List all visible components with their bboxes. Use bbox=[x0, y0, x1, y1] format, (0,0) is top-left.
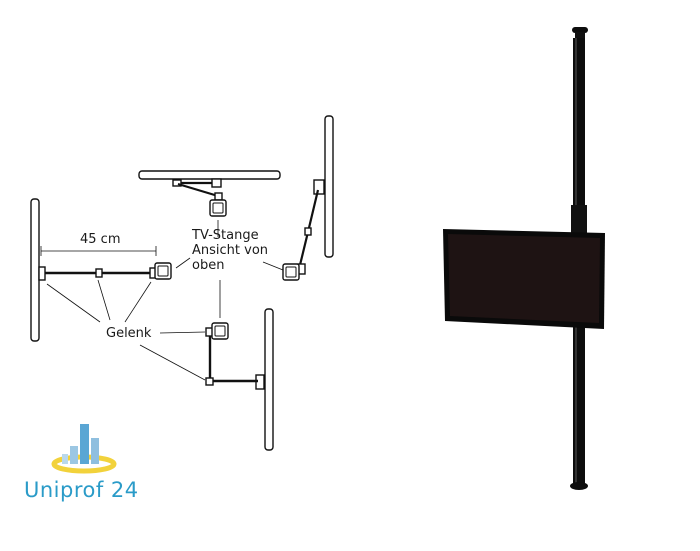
dimension-label: 45 cm bbox=[80, 232, 121, 247]
tv-pole-photo bbox=[443, 27, 605, 490]
rod-label-line: oben bbox=[192, 258, 225, 273]
joint-label: Gelenk bbox=[106, 326, 152, 341]
tv-top-view-diagram bbox=[30, 115, 334, 451]
tv-left-outline bbox=[30, 198, 40, 342]
tv-right-outline bbox=[324, 115, 334, 258]
rod-label: TV-Stange Ansicht von oben bbox=[192, 228, 268, 273]
tv-top-outline bbox=[138, 170, 281, 180]
floor-base bbox=[570, 482, 588, 490]
rod-label-line: Ansicht von bbox=[192, 243, 269, 258]
tv-screen bbox=[448, 234, 600, 323]
ceiling-cap bbox=[572, 27, 588, 33]
logo-text: Uniprof 24 bbox=[24, 478, 139, 502]
rod-label-line: TV-Stange bbox=[192, 228, 259, 243]
logo-mark-icon bbox=[51, 424, 117, 474]
tv-bottom-outline bbox=[264, 308, 274, 451]
